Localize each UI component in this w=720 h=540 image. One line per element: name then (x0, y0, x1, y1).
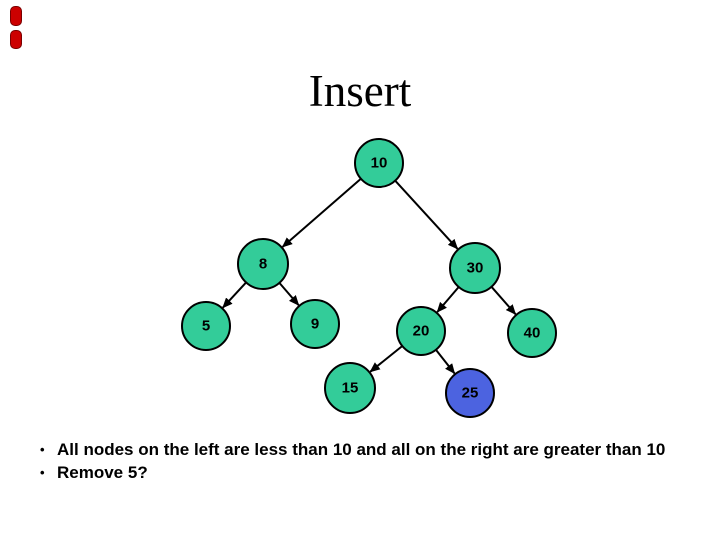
tree-node-10: 10 (354, 138, 404, 188)
decoration-bar-bottom (10, 30, 22, 49)
tree-node-label: 20 (413, 323, 430, 340)
bullet-text: Remove 5? (57, 463, 148, 482)
bullet-text: All nodes on the left are less than 10 a… (57, 440, 666, 459)
tree-node-8: 8 (237, 238, 289, 290)
tree-edge-8-5 (222, 281, 247, 309)
tree-node-20: 20 (396, 306, 446, 356)
tree-node-5: 5 (181, 301, 231, 351)
tree-node-9: 9 (290, 299, 340, 349)
tree-node-label: 40 (524, 325, 541, 342)
slide-title: Insert (308, 66, 412, 116)
tree-node-15: 15 (324, 362, 376, 414)
tree-node-label: 25 (462, 385, 479, 402)
tree-edge-8-9 (278, 282, 300, 306)
tree-edge-20-15 (369, 345, 403, 373)
bullet-glyph: • (40, 465, 45, 480)
tree-node-circle (396, 306, 446, 356)
bullet-glyph: • (40, 442, 45, 457)
bullet-list: • All nodes on the left are less than 10 … (40, 438, 700, 484)
bullet-item: • Remove 5? (40, 461, 700, 484)
tree-node-circle (507, 308, 557, 358)
tree-node-25: 25 (445, 368, 495, 418)
tree-node-circle (181, 301, 231, 351)
tree-node-label: 9 (311, 316, 319, 333)
tree-node-40: 40 (507, 308, 557, 358)
bullet-item: • All nodes on the left are less than 10 … (40, 438, 700, 461)
tree-node-30: 30 (449, 242, 501, 294)
tree-node-label: 8 (259, 256, 267, 273)
tree-node-circle (324, 362, 376, 414)
tree-edge-10-30 (394, 180, 459, 250)
tree-node-label: 15 (342, 380, 359, 397)
tree-edge-20-25 (435, 349, 456, 375)
tree-node-circle (445, 368, 495, 418)
tree-node-circle (237, 238, 289, 290)
tree-node-label: 30 (467, 260, 484, 277)
tree-node-circle (449, 242, 501, 294)
tree-node-circle (354, 138, 404, 188)
tree-nodes: 10 8 30 5 9 20 40 15 25 (181, 138, 557, 418)
tree-node-label: 10 (371, 155, 388, 172)
tree-node-circle (290, 299, 340, 349)
decoration-bar-top (10, 6, 22, 26)
tree-node-label: 5 (202, 318, 210, 335)
tree-edges (222, 178, 517, 375)
tree-edge-30-40 (490, 286, 517, 315)
tree-edge-10-8 (281, 178, 362, 248)
tree-edge-30-20 (436, 286, 460, 313)
